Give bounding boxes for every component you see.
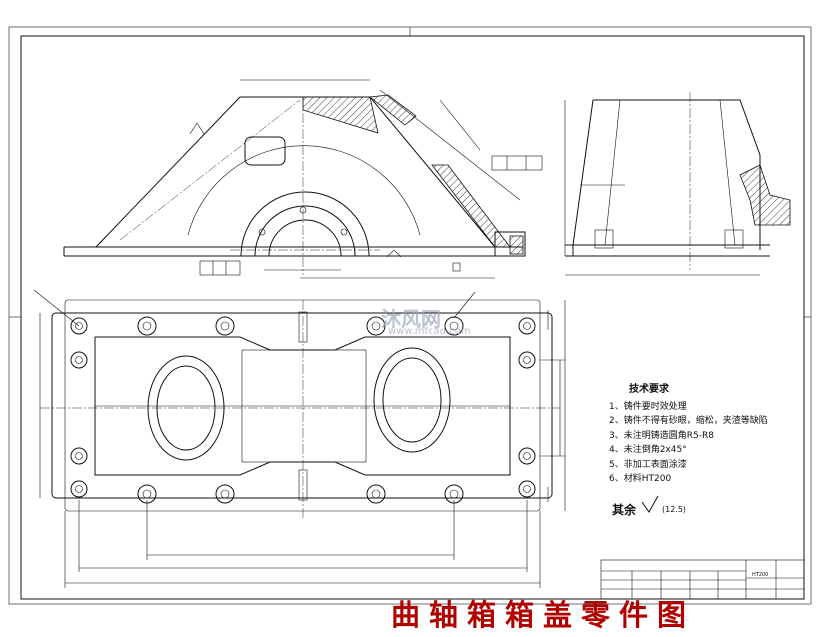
technical-requirements: 技术要求 1、铸件要时效处理 2、铸件不得有砂眼，缩松，夹渣等缺陷 3、未注明铸… bbox=[609, 383, 768, 487]
sheet-inner-border bbox=[20, 35, 805, 600]
tech-requirement-item: 5、非加工表面涂漆 bbox=[609, 459, 687, 470]
tech-requirement-item: 6、材料HT200 bbox=[609, 474, 672, 484]
front-view bbox=[63, 79, 543, 279]
tech-requirement-item: 4、未注倒角2x45° bbox=[609, 445, 687, 455]
surface-rest-label: 其余 bbox=[612, 503, 637, 517]
tech-requirements-title: 技术要求 bbox=[629, 384, 669, 395]
drawing-caption: 曲轴箱箱盖零件图 bbox=[391, 598, 696, 632]
tech-requirement-item: 3、未注明铸造圆角R5-R8 bbox=[609, 430, 714, 441]
roughness-symbol bbox=[641, 495, 659, 513]
title-block-material: HT200 bbox=[752, 572, 769, 578]
side-view bbox=[564, 92, 791, 276]
watermark-brand: 沐风网 bbox=[381, 307, 441, 331]
top-view bbox=[33, 289, 566, 588]
bolt-holes bbox=[70, 316, 536, 504]
tech-requirement-item: 2、铸件不得有砂眼，缩松，夹渣等缺陷 bbox=[609, 416, 768, 426]
watermark-url: www.mfcad.com bbox=[388, 326, 471, 337]
surface-rest-value: (12.5) bbox=[662, 505, 687, 514]
tech-requirement-item: 1、铸件要时效处理 bbox=[609, 401, 687, 412]
title-block bbox=[600, 559, 805, 600]
